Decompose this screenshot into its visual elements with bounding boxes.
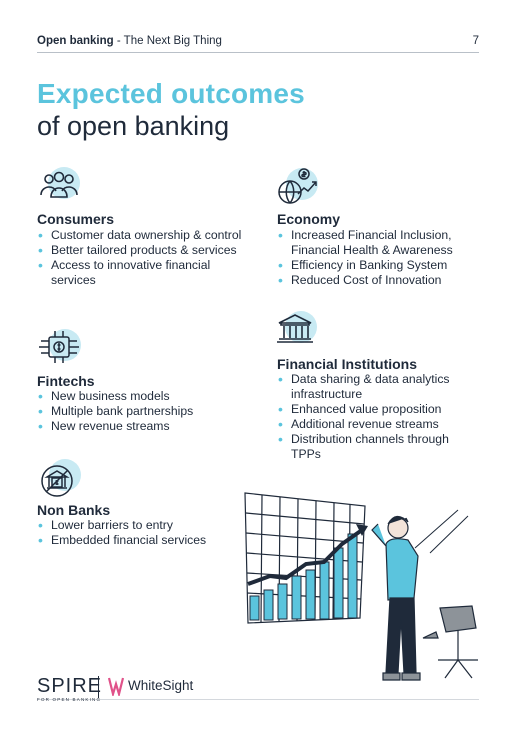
page-title-line1: Expected outcomes xyxy=(37,78,305,109)
page-number: 7 xyxy=(472,35,479,47)
header-bold: Open banking xyxy=(37,35,114,47)
fintechs-title: Fintechs xyxy=(37,373,95,389)
whitesight-icon xyxy=(107,676,125,699)
non-banks-title: Non Banks xyxy=(37,502,111,518)
bank-building-icon xyxy=(273,307,321,355)
whitesight-logo: WhiteSight xyxy=(128,678,194,693)
list-item: Access to innovative financial services xyxy=(37,258,247,288)
list-item: Data sharing & data analytics infrastruc… xyxy=(277,372,477,402)
globe-growth-icon xyxy=(274,164,322,212)
list-item: Distribution channels through TPPs xyxy=(277,432,477,462)
list-item: Efficiency in Banking System xyxy=(277,258,477,273)
consumers-title: Consumers xyxy=(37,211,115,227)
list-item: New revenue streams xyxy=(37,419,247,434)
page-title-line2: of open banking xyxy=(37,111,230,141)
footer-divider xyxy=(37,699,479,700)
crossed-bank-icon xyxy=(35,455,83,503)
document-header: Open banking - The Next Big Thing xyxy=(37,35,222,47)
list-item: Reduced Cost of Innovation xyxy=(277,273,477,288)
economy-list: Increased Financial Inclusion, Financial… xyxy=(277,228,477,288)
logo-divider xyxy=(98,676,99,698)
list-item: Embedded financial services xyxy=(37,533,247,548)
consumers-list: Customer data ownership & control Better… xyxy=(37,228,247,288)
list-item: Increased Financial Inclusion, Financial… xyxy=(277,228,477,258)
list-item: Additional revenue streams xyxy=(277,417,477,432)
list-item: New business models xyxy=(37,389,247,404)
economy-title: Economy xyxy=(277,211,341,227)
header-rest: - The Next Big Thing xyxy=(113,35,222,47)
spire-logo: SPIRE xyxy=(37,675,103,697)
list-item: Better tailored products & services xyxy=(37,243,247,258)
list-item: Multiple bank partnerships xyxy=(37,404,247,419)
financial-institutions-title: Financial Institutions xyxy=(277,356,418,372)
non-banks-list: Lower barriers to entry Embedded financi… xyxy=(37,518,247,548)
fintechs-list: New business models Multiple bank partne… xyxy=(37,389,247,434)
spire-logo-subtitle: FOR OPEN BANKING xyxy=(37,697,102,702)
list-item: Customer data ownership & control xyxy=(37,228,247,243)
people-group-icon xyxy=(35,163,83,211)
financial-institutions-list: Data sharing & data analytics infrastruc… xyxy=(277,372,477,462)
chip-dollar-icon xyxy=(35,325,83,373)
header-divider xyxy=(37,52,479,53)
analyst-chart-illustration xyxy=(240,488,490,698)
list-item: Enhanced value proposition xyxy=(277,402,477,417)
list-item: Lower barriers to entry xyxy=(37,518,247,533)
